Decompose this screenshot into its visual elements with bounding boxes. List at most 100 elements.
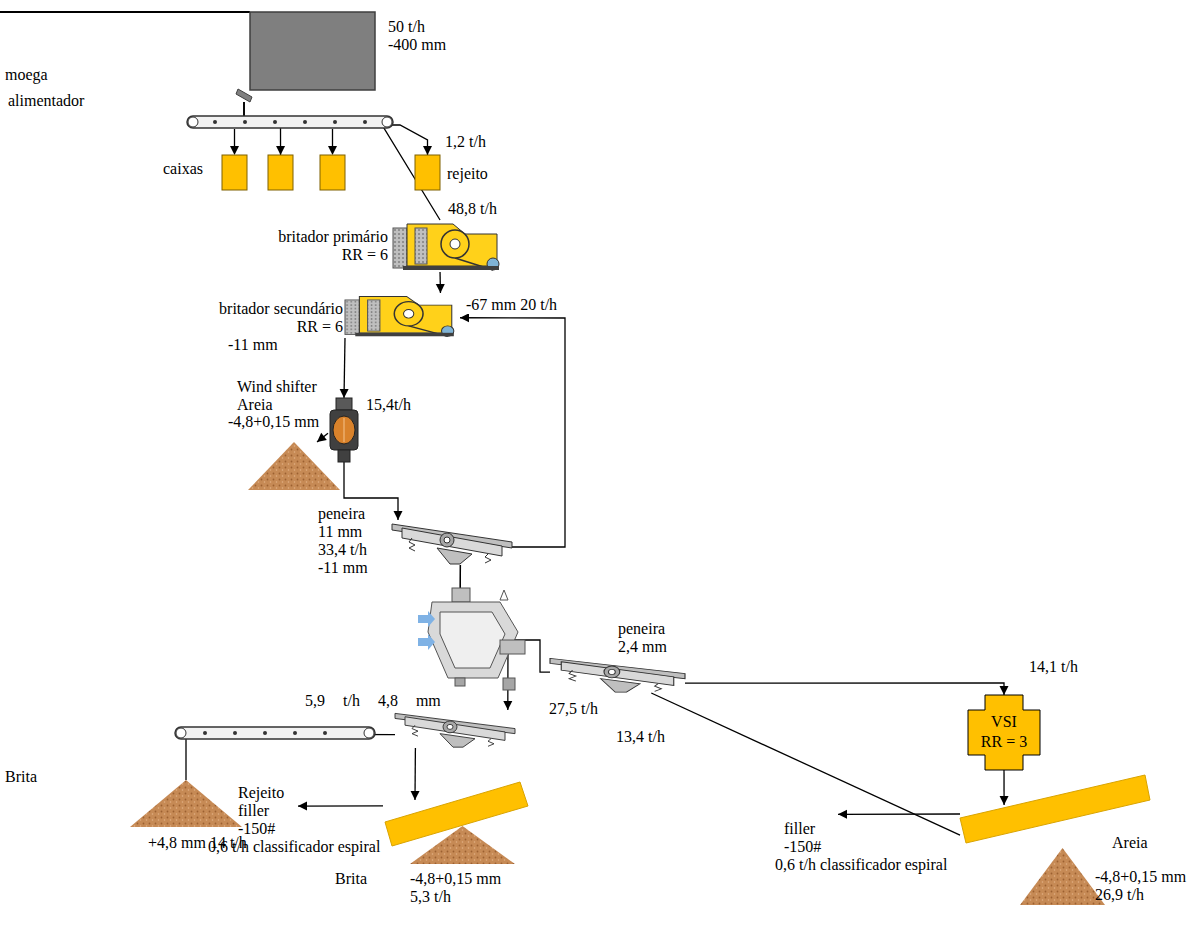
flow-line [1000, 770, 1009, 805]
arrow-head [436, 284, 445, 293]
equipment-symbol [392, 520, 512, 565]
equipment-label: moega [5, 66, 48, 84]
belt-conveyor [175, 727, 375, 739]
equipment-node: filler -150# [780, 812, 838, 858]
arrow-head [394, 511, 403, 520]
flow-line-path [460, 318, 565, 547]
equipment-node: Brita-4,8+0,15 mm 5,3 t/h [410, 826, 515, 864]
equipment-node: alimentador [236, 89, 252, 102]
equipment-symbol [968, 695, 1040, 770]
equipment-symbol [383, 800, 453, 845]
ground-line [0, 11, 250, 13]
arrow-head [340, 389, 349, 398]
flow-label: -67 mm 20 t/h [465, 296, 558, 314]
equipment-node: moega50 t/h -400 mm [250, 12, 375, 90]
equipment-symbol [250, 12, 375, 90]
arrow-head [503, 701, 512, 710]
equipment-node: 1,2 t/hrejeito [415, 155, 440, 190]
flow-line [436, 272, 445, 293]
equipment-node: Brita+4,8 mm 14 t/h [130, 780, 242, 827]
arrow-head [838, 810, 847, 819]
equipment-label: rejeito [447, 165, 488, 183]
equipment-label: -4,8+0,15 mm [228, 413, 319, 431]
equipment-label: -11 mm [228, 336, 278, 354]
equipment-symbol [1020, 848, 1105, 905]
flow-line-path [298, 805, 383, 807]
equipment-node: peneira 2,4 mm [550, 655, 685, 693]
arrow-head [1000, 796, 1009, 805]
equipment-node: britador secundário RR = 6-11 mm [345, 293, 460, 338]
equipment-node: VSI RR = 3 [968, 695, 1040, 770]
flow-line-path [317, 433, 328, 442]
equipment-label: britador primário RR = 6 [270, 228, 388, 264]
flow-line [317, 433, 328, 442]
equipment-label: peneira 2,4 mm [618, 620, 676, 656]
arrow-head [298, 802, 307, 811]
equipment-node: Areia-4,8+0,15 mm [248, 442, 340, 490]
equipment-symbol [222, 155, 345, 190]
arrow-head [423, 146, 432, 155]
equipment-label: Brita [5, 768, 37, 786]
equipment-symbol [393, 220, 505, 272]
flow-line-path [685, 683, 1004, 695]
equipment-label: 0,6 t/h classificador espiral [208, 838, 380, 856]
flow-line [340, 338, 349, 398]
equipment-label: 0,6 t/h classificador espiral [775, 856, 947, 874]
equipment-symbol [248, 442, 340, 490]
equipment-node: 0,6 t/h classificador espiral [383, 800, 453, 845]
equipment-label: britador secundário RR = 6 [213, 300, 343, 336]
equipment-symbol [236, 89, 252, 102]
equipment-node: caixas [222, 155, 345, 190]
flow-line-path [186, 734, 395, 780]
equipment-node: Areia-4,8+0,15 mm 26,9 t/h [1020, 848, 1105, 905]
flow-line-path [344, 338, 345, 398]
equipment-symbol [130, 780, 242, 827]
flow-line [838, 810, 960, 819]
flow-line [186, 734, 395, 780]
equipment-node: Rejeito filler -150# [234, 782, 298, 838]
equipment-label: peneira 11 mm 33,4 t/h -11 mm [318, 505, 380, 577]
equipment-label: 48,8 t/h [448, 200, 497, 218]
flow-line-path [838, 813, 960, 815]
equipment-label: alimentador [8, 92, 84, 110]
equipment-label: -4,8+0,15 mm 26,9 t/h [1095, 868, 1191, 904]
arrow-head [317, 433, 327, 442]
arrow-head [1000, 686, 1009, 695]
flow-label: 14,1 t/h [1028, 658, 1079, 676]
equipment-label: RR = 3 [968, 733, 1040, 751]
equipment-label: 5,9 t/h 4,8 mm [305, 692, 441, 710]
flow-line-path [651, 693, 960, 835]
equipment-node: 0,6 t/h classificador espiral [960, 805, 1030, 850]
flow-label: 13,4 t/h [615, 728, 666, 746]
arrow-head [411, 791, 420, 800]
equipment-label: 1,2 t/h [445, 133, 486, 151]
equipment-node: 48,8 t/hbritador primário RR = 6 [393, 220, 505, 272]
equipment-symbol [415, 155, 440, 190]
flow-line [460, 313, 565, 547]
equipment-label: caixas [163, 160, 203, 178]
arrow-head [276, 146, 285, 155]
equipment-label: Brita [335, 870, 367, 888]
flow-line [411, 748, 420, 800]
equipment-node: 5,9 t/h 4,8 mm [395, 710, 515, 748]
equipment-label: Wind shifter [237, 378, 317, 396]
equipment-label: Rejeito filler -150# [238, 784, 294, 838]
equipment-symbol [328, 398, 360, 462]
equipment-label: -4,8+0,15 mm 5,3 t/h [410, 870, 508, 906]
equipment-label: Areia [1112, 834, 1148, 852]
equipment-label: VSI [968, 713, 1040, 731]
belt-conveyor [187, 116, 393, 128]
equipment-label: filler -150# [784, 820, 832, 856]
equipment-symbol [960, 805, 1030, 850]
flow-label: 15,4t/h [365, 396, 412, 414]
equipment-symbol [345, 293, 460, 338]
arrow-head [460, 313, 469, 322]
equipment-node: Wind shifter [328, 398, 360, 462]
flow-line [651, 693, 960, 835]
equipment-label: 50 t/h -400 mm [388, 18, 452, 54]
flow-label: 27,5 t/h [548, 700, 599, 718]
flow-line [685, 683, 1009, 695]
flow-line [298, 802, 383, 811]
drop-arrow [230, 129, 337, 155]
equipment-symbol [550, 655, 685, 693]
